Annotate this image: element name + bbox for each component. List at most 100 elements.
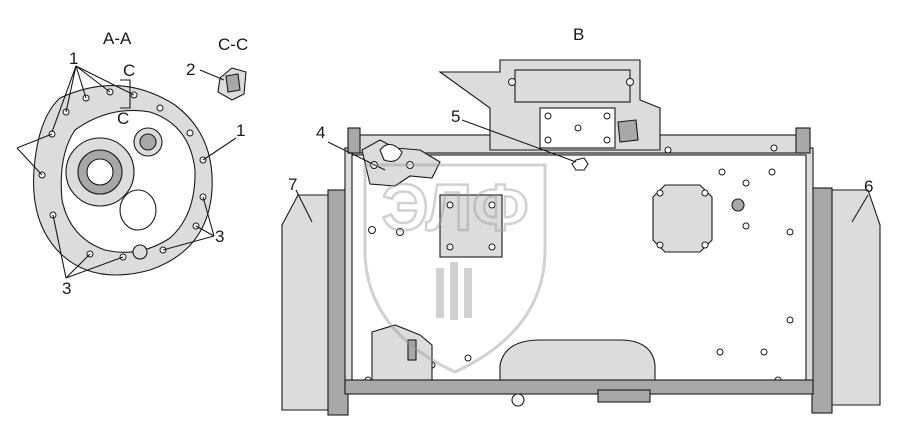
leader-1a: [51, 65, 77, 133]
bolt: [488, 243, 496, 251]
secondary-shaft-core: [139, 133, 157, 151]
bolt: [786, 228, 794, 236]
leader-5: [461, 119, 577, 163]
right-drum: [829, 189, 881, 406]
bolt: [770, 144, 778, 152]
top-rail-right-end: [795, 127, 811, 154]
leader-1b: [65, 65, 77, 113]
bolt: [544, 136, 552, 144]
bolt: [701, 241, 709, 249]
bolt: [544, 112, 552, 120]
center-cover-bolts: [446, 201, 496, 251]
bolt: [701, 189, 709, 197]
main-shaft-bore: [86, 158, 114, 186]
bolt-hole: [186, 129, 194, 137]
leader-7: [295, 189, 313, 223]
leader-3e: [65, 253, 91, 279]
leader-1f: [16, 147, 43, 176]
wheat-stalk: [450, 262, 458, 320]
bolt: [508, 78, 516, 86]
bottom-left-pin: [407, 339, 417, 361]
cc-detail-insert: [225, 73, 241, 93]
bolt: [396, 228, 404, 236]
bolt: [742, 222, 750, 230]
top-block-connector: [617, 119, 639, 143]
bolt: [406, 161, 414, 169]
bolt: [603, 112, 611, 120]
leader-3f: [65, 256, 124, 279]
bolt: [603, 136, 611, 144]
cut-mark-upper: [120, 79, 131, 98]
callout-3-bottom: 3: [62, 279, 71, 298]
drain-plug-left: [511, 393, 525, 407]
callout-1-right: 1: [236, 121, 245, 140]
lower-cutout: [119, 189, 157, 231]
leader-1g: [16, 133, 53, 149]
bolt: [626, 78, 634, 86]
drain-plug-right: [597, 389, 651, 403]
leader-2: [199, 69, 225, 81]
leader-1e: [75, 65, 135, 96]
watermark: ЭЛФ: [363, 163, 547, 374]
bolt: [574, 124, 582, 132]
bolt: [664, 146, 672, 154]
labels: A-A C-C B C C 1 1 2 3 3 4 5 6 7: [62, 25, 873, 298]
top-block-cover: [514, 69, 631, 103]
wheat-stalk: [464, 268, 472, 318]
leader-3c: [162, 235, 215, 251]
right-cover-bolts: [656, 189, 709, 249]
watermark-wheat: [436, 262, 472, 320]
leader-3b: [202, 196, 215, 237]
bolt: [786, 316, 794, 324]
watermark-shield: [363, 163, 547, 374]
callout-5: 5: [451, 107, 460, 126]
callout-3-right: 3: [215, 227, 224, 246]
plug-right: [731, 198, 745, 212]
right-drum-hub: [811, 187, 833, 414]
bottom-rail: [344, 379, 814, 395]
hook: [379, 143, 403, 162]
callout-2: 2: [186, 60, 195, 79]
section-cc-view: [199, 67, 247, 101]
leader-3a: [195, 225, 215, 237]
top-block-bolts: [508, 78, 634, 144]
callout-4: 4: [316, 123, 325, 142]
watermark-text: ЭЛФ: [381, 170, 528, 244]
bolt: [446, 201, 454, 209]
cut-label-c-lower: C: [117, 109, 129, 128]
top-rail-left-end: [347, 127, 361, 154]
bolt: [768, 168, 776, 176]
bolt: [446, 243, 454, 251]
bolt: [488, 201, 496, 209]
callout-6: 6: [864, 177, 873, 196]
bottom-plug: [132, 244, 148, 260]
bolt: [716, 348, 724, 356]
bottom-sump: [499, 339, 656, 386]
section-label-aa: A-A: [103, 29, 132, 48]
bolt: [760, 348, 768, 356]
cut-mark-lower: [120, 98, 131, 109]
hex-plug: [571, 157, 589, 171]
bolt-hole: [156, 104, 164, 112]
callout-1: 1: [69, 49, 78, 68]
leader-6: [851, 194, 869, 223]
bolt: [718, 168, 726, 176]
leader-1d: [75, 65, 111, 93]
cut-label-c-upper: C: [123, 61, 135, 80]
bolt: [464, 354, 472, 362]
left-drum: [281, 194, 331, 411]
leader-4: [327, 141, 386, 171]
bolt: [742, 179, 750, 187]
leader-1-right: [202, 137, 237, 161]
main-view: [281, 59, 881, 416]
section-label-b: B: [573, 25, 584, 44]
section-label-cc: C-C: [218, 35, 248, 54]
bolt: [656, 241, 664, 249]
leader-1c: [75, 65, 87, 99]
section-aa-view: [16, 65, 237, 279]
bolt: [368, 226, 376, 234]
leader-3d: [52, 214, 67, 279]
right-cover: [652, 184, 713, 253]
